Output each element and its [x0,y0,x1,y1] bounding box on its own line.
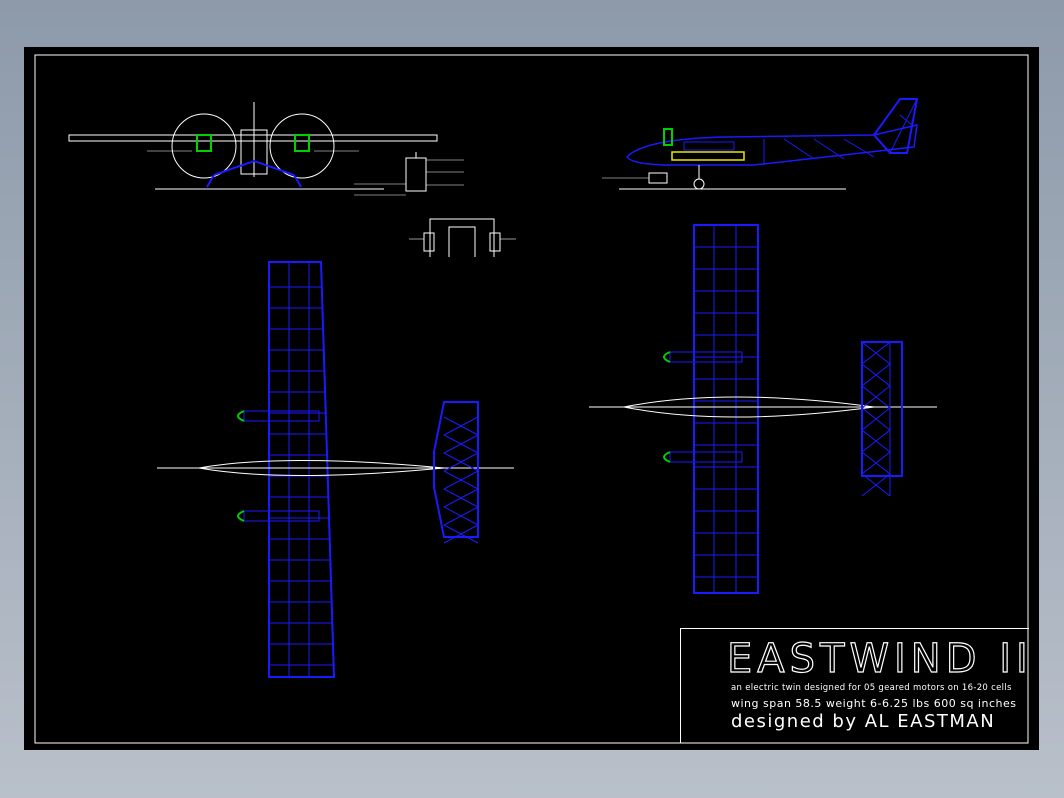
structure-line [443,452,479,472]
structure-line [861,473,891,497]
sheet-border [34,54,1029,744]
structure-line [861,407,891,431]
structure-line [861,363,891,387]
structure-line [443,488,479,508]
side-view [602,98,919,190]
top-view-right [589,224,937,594]
structure-line [443,506,479,526]
structure-line [443,470,479,490]
drawing-sheet: EASTWIND II an electric twin designed fo… [24,47,1039,750]
structure-line [443,434,479,454]
front-view [68,102,438,190]
plan-drawing [34,54,1029,744]
drawing-title: EASTWIND II [726,635,1033,682]
title-block: EASTWIND II an electric twin designed fo… [680,628,1029,743]
drawing-specs: wing span 58.5 weight 6-6.25 lbs 600 sq … [731,697,1017,710]
gear-detail [409,218,516,257]
drawing-description: an electric twin designed for 05 geared … [731,683,1012,693]
structure-line [861,429,891,453]
structure-line [861,341,891,365]
structure-line [861,451,891,475]
structure-line [861,385,891,409]
top-view-left [157,261,514,678]
structure-line [443,416,479,436]
designer-credit: designed by AL EASTMAN [731,711,996,732]
structure-line [443,524,479,544]
battery-detail [354,152,464,196]
